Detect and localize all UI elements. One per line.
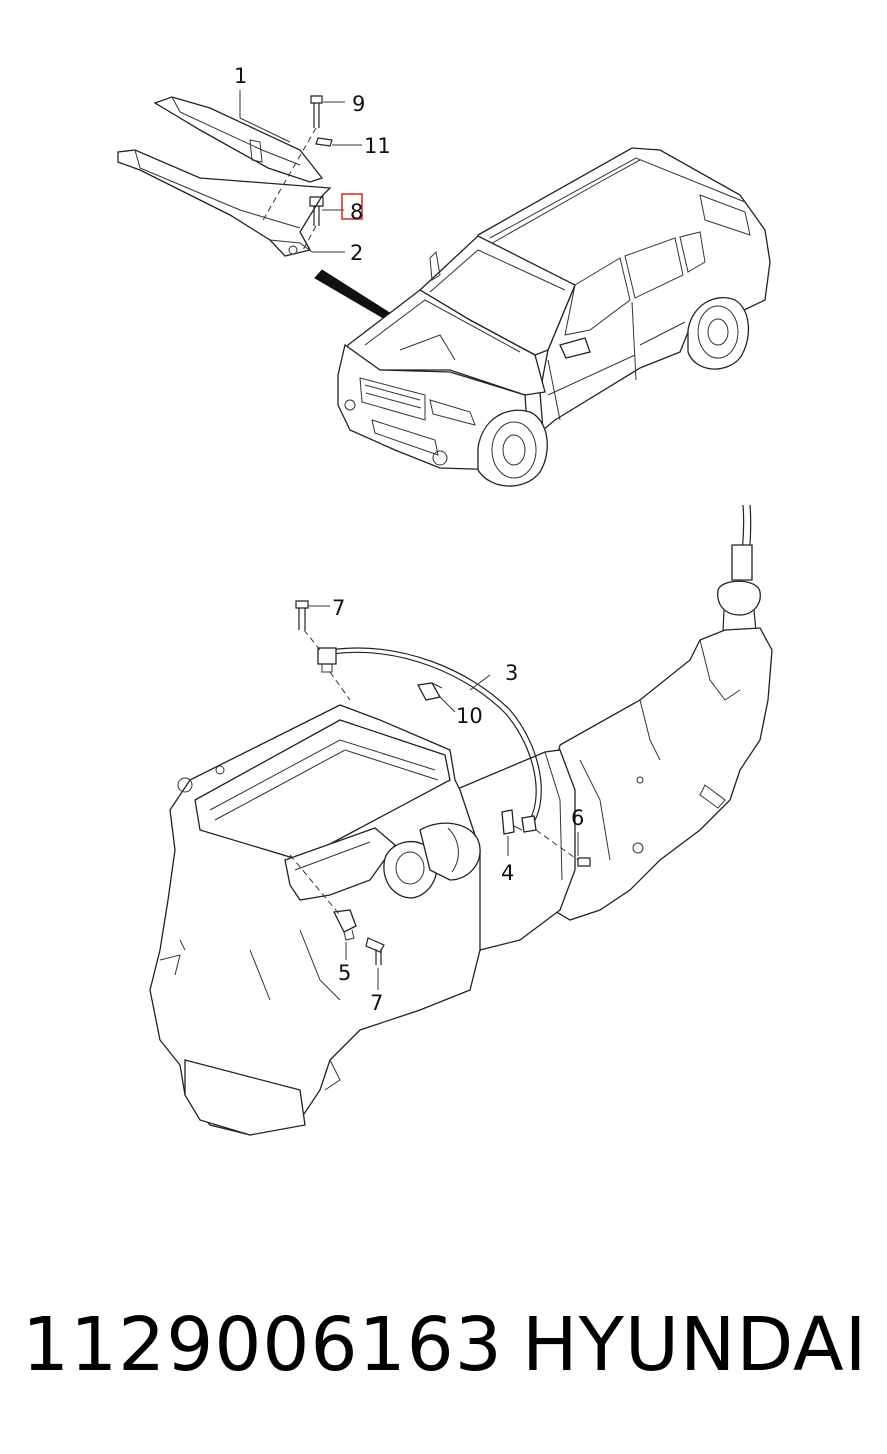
callout-6: 6 <box>571 806 584 830</box>
cover-assembly <box>117 90 363 257</box>
callout-9: 9 <box>352 92 365 116</box>
callout-4: 4 <box>501 861 514 885</box>
callout-2: 2 <box>350 241 363 265</box>
callout-7-bottom: 7 <box>370 991 383 1015</box>
callout-3: 3 <box>505 661 518 685</box>
part-number-text: 1129006163 <box>22 1302 503 1388</box>
callout-10: 10 <box>456 704 483 728</box>
engine-transmission-illustration <box>149 504 773 1136</box>
brand-text: HYUNDAI <box>522 1302 868 1388</box>
vehicle-illustration <box>337 147 771 487</box>
callout-5: 5 <box>338 961 351 985</box>
callout-labels: 1 9 11 8 2 7 3 10 6 4 5 7 <box>234 64 584 1015</box>
callout-11: 11 <box>364 134 391 158</box>
callout-7-top: 7 <box>332 596 345 620</box>
callout-8: 8 <box>350 200 363 224</box>
highlight-marker <box>341 193 363 220</box>
callout-1: 1 <box>234 64 247 88</box>
